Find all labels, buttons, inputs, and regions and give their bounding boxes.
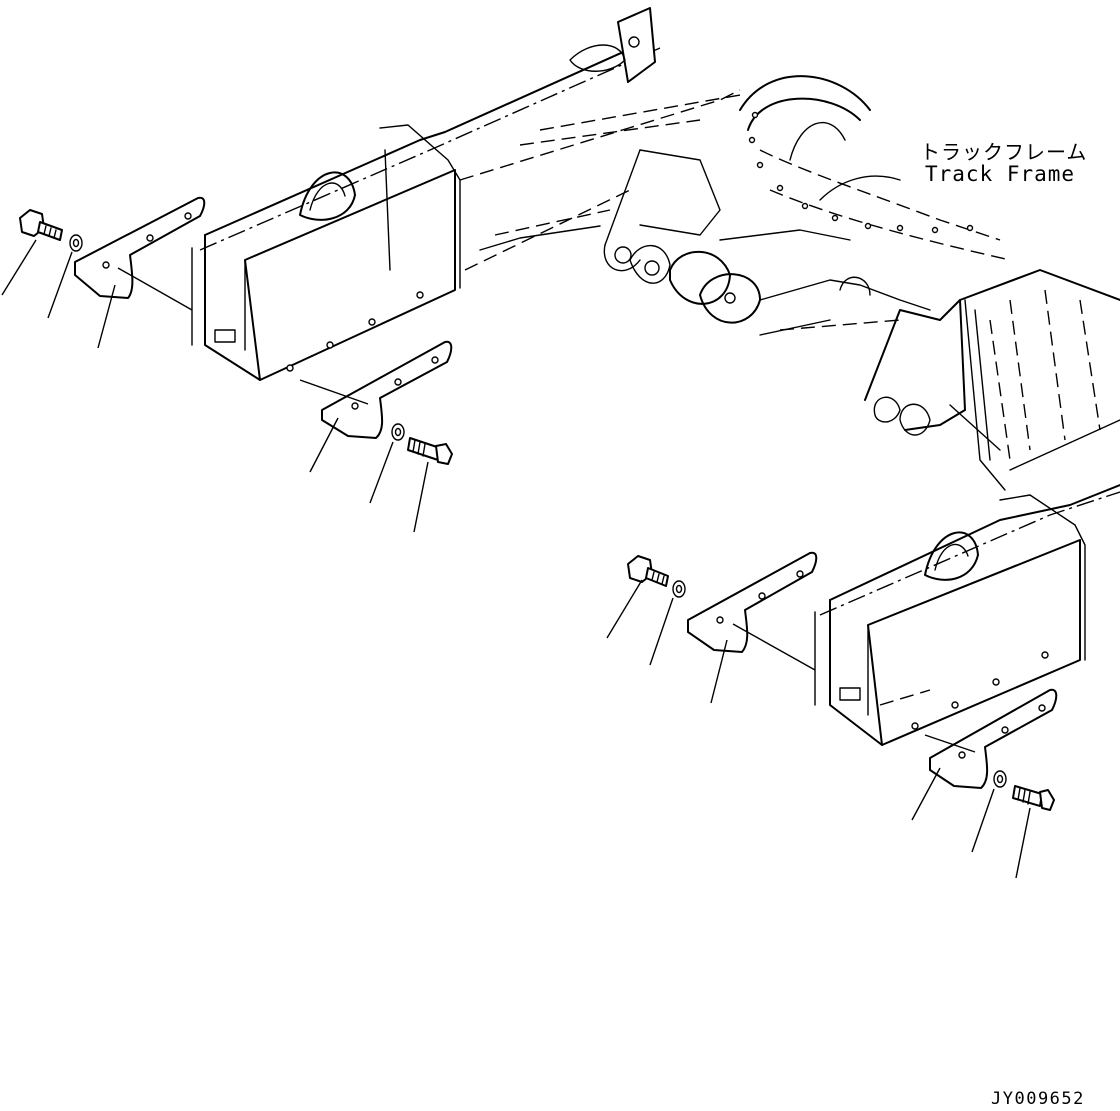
washer-icon	[675, 584, 683, 594]
drawing-number: JY009652	[991, 1089, 1085, 1109]
track-frame-left-member	[191, 39, 741, 381]
top-pin-bracket	[519, 7, 741, 146]
track-frame-label-jp: トラックフレーム	[920, 140, 1088, 164]
leader-lines	[1, 239, 1031, 879]
guard-plate-lower-right	[924, 688, 1058, 789]
washer-icon	[996, 774, 1004, 784]
track-frame-centre-body	[603, 75, 1011, 336]
washer-icon	[394, 427, 402, 437]
bolt-icon	[1012, 785, 1055, 811]
guard-plate-lower-left	[687, 551, 818, 671]
bolt-icon	[627, 555, 669, 587]
track-frame-right-strut	[864, 269, 1120, 491]
guard-plate-upper-left	[74, 196, 206, 311]
bolt-icon	[407, 437, 453, 465]
track-frame-label-en: Track Frame	[925, 162, 1076, 186]
guard-plate-upper-lower	[299, 340, 453, 439]
washer-icon	[72, 238, 80, 248]
track-frame-right-member	[814, 484, 1120, 746]
bolt-icon	[19, 209, 63, 241]
